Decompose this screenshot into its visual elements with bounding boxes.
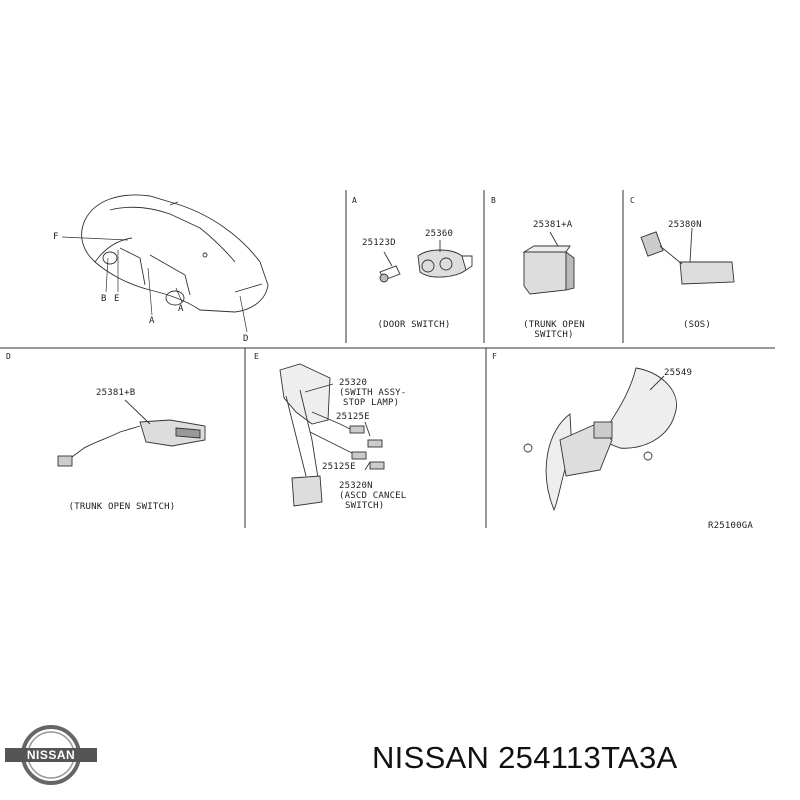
part-25381b: 25381+B (96, 388, 136, 398)
pedal-assembly-part (279, 363, 385, 507)
car-callout-lines (61, 236, 248, 333)
paddle-shifter-part (523, 367, 677, 512)
sos-switch-part (640, 227, 735, 285)
callout-a1: A (149, 316, 155, 326)
section-b-caption-2: SWITCH) (534, 330, 574, 340)
part-25125e-2: 25125E (322, 462, 356, 472)
part-25381a: 25381+A (533, 220, 573, 230)
part-25320-desc-2: STOP LAMP) (343, 398, 400, 408)
panel-dividers (0, 190, 775, 528)
section-b-letter: B (491, 196, 497, 205)
drawing-number: R25100GA (708, 521, 753, 531)
part-25549: 25549 (664, 368, 693, 378)
section-d-letter: D (6, 352, 12, 361)
section-a-caption: (DOOR SWITCH) (377, 320, 451, 330)
callout-d: D (243, 334, 249, 344)
part-25320-desc-1: (SWITH ASSY- (339, 388, 407, 398)
part-25320n-desc-1: (ASCD CANCEL (339, 491, 407, 501)
trunk-switch-d-part (57, 399, 206, 467)
section-c-caption: (SOS) (682, 320, 712, 330)
section-d-caption: (TRUNK OPEN SWITCH) (68, 502, 176, 512)
car-overview (81, 194, 269, 313)
trunk-switch-b-part (522, 231, 575, 295)
part-25123d: 25123D (362, 238, 396, 248)
callout-e: E (114, 294, 120, 304)
part-25360: 25360 (425, 229, 454, 239)
page-title: NISSAN 254113TA3A (372, 740, 678, 775)
door-switch-parts (379, 240, 473, 283)
part-25125e-1: 25125E (336, 412, 370, 422)
logo-wordmark: NISSAN (5, 748, 97, 762)
section-f-letter: F (492, 352, 498, 361)
part-25320n-desc-2: SWITCH) (345, 501, 385, 511)
callout-a2: A (178, 304, 184, 314)
callout-b: B (101, 294, 107, 304)
callout-f: F (53, 232, 59, 242)
part-25320: 25320 (339, 378, 368, 388)
section-a-letter: A (352, 196, 358, 205)
section-b-caption-1: (TRUNK OPEN (523, 320, 585, 330)
section-e-letter: E (254, 352, 260, 361)
part-25380n: 25380N (668, 220, 702, 230)
nissan-logo: NISSAN (5, 724, 97, 786)
part-25320n: 25320N (339, 481, 373, 491)
section-c-letter: C (630, 196, 636, 205)
